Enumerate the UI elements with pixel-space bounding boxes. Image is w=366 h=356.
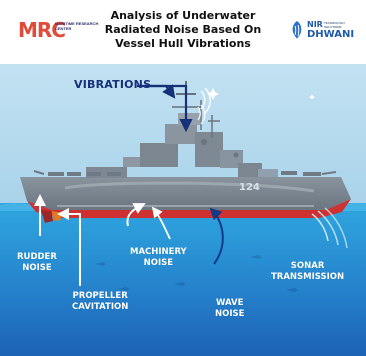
ship [20, 81, 351, 223]
header: MRC MARITIME RESEARCH CENTER Analysis of… [0, 0, 366, 64]
sonar-waves [311, 207, 348, 249]
vibration-marks [197, 87, 211, 125]
machinery-noise-label: MACHINERY NOISE [130, 247, 187, 268]
rudder-noise-label: RUDDER NOISE [17, 252, 57, 273]
sparkles [207, 88, 315, 100]
nir-dhwani-logo: NIR TECHNOLOGY SOLUTIONS DHWANI [289, 20, 359, 40]
mrc-logo: MRC MARITIME RESEARCH CENTER [18, 18, 99, 44]
mrc-logo-mark: MRC [18, 18, 66, 42]
nir-dhwani-tagline: TECHNOLOGY SOLUTIONS [324, 21, 346, 29]
propeller-cavitation-label: PROPELLER CAVITATION [72, 291, 129, 312]
rudder [41, 210, 53, 223]
sparkle-icon [207, 88, 219, 100]
diagram-title: Analysis of Underwater Radiated Noise Ba… [85, 9, 281, 51]
hull-lower-red [27, 199, 351, 218]
title-line-3: Vessel Hull Vibrations [115, 37, 251, 50]
nir-dhwani-line2: DHWANI [307, 29, 355, 40]
mrc-logo-subtitle: MARITIME RESEARCH CENTER [55, 21, 99, 31]
fish-silhouettes [95, 255, 298, 292]
water-background [0, 203, 366, 356]
title-line-2: Radiated Noise Based On [104, 23, 262, 36]
hull-number: 124 [239, 182, 260, 193]
underwater-noise-scene [0, 64, 366, 356]
wave-noise-label: WAVE NOISE [215, 298, 245, 319]
sonar-transmission-label: SONAR TRANSMISSION [271, 261, 345, 282]
nir-dhwani-line1: NIR [307, 20, 323, 29]
title-line-1: Analysis of Underwater [110, 9, 256, 22]
sparkle-icon [309, 94, 315, 100]
callout-arrows [34, 84, 224, 286]
vibrations-label: VIBRATIONS [74, 78, 152, 91]
nir-dhwani-logo-icon [292, 21, 302, 39]
